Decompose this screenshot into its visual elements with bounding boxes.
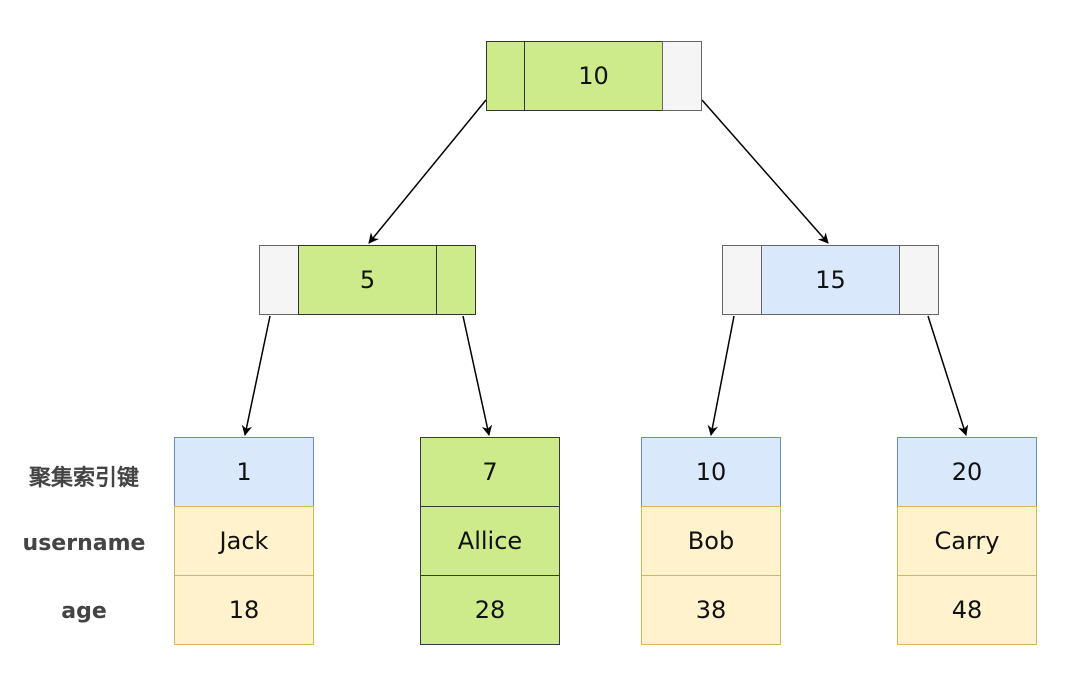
row-label-username: username (22, 531, 146, 556)
leaf-node: 7 Allice 28 (420, 437, 560, 645)
root-key: 10 (523, 41, 664, 111)
edge-root-to-5 (368, 99, 487, 244)
leaf-key: 10 (641, 437, 781, 507)
leaf-age: 18 (174, 575, 314, 645)
leaf-username: Allice (420, 506, 560, 576)
row-label-age: age (61, 599, 107, 624)
internal-left-pointer-right (436, 245, 476, 315)
row-label-key: 聚集索引键 (28, 466, 139, 491)
leaf-username: Carry (897, 506, 1037, 576)
edge-5-to-leaf-1 (241, 315, 271, 437)
edge-root-to-15 (701, 99, 829, 244)
leaf-node: 20 Carry 48 (897, 437, 1037, 645)
leaf-age: 28 (420, 575, 560, 645)
leaf-age: 48 (897, 575, 1037, 645)
leaf-node: 1 Jack 18 (174, 437, 314, 645)
root-pointer-right (662, 41, 702, 111)
leaf-key: 20 (897, 437, 1037, 507)
leaf-key: 1 (174, 437, 314, 507)
leaf-username: Bob (641, 506, 781, 576)
internal-right-key: 15 (760, 245, 901, 315)
internal-left-pointer-left (259, 245, 299, 315)
edge-15-to-leaf-20 (927, 315, 969, 437)
internal-node-right: 15 (722, 245, 939, 315)
leaf-key: 7 (420, 437, 560, 507)
edge-5-to-leaf-7 (462, 315, 493, 437)
leaf-username: Jack (174, 506, 314, 576)
internal-right-pointer-right (899, 245, 939, 315)
root-node: 10 (486, 41, 702, 111)
internal-right-pointer-left (722, 245, 762, 315)
root-pointer-left (486, 41, 525, 111)
internal-left-key: 5 (297, 245, 438, 315)
leaf-age: 38 (641, 575, 781, 645)
internal-node-left: 5 (259, 245, 476, 315)
leaf-node: 10 Bob 38 (641, 437, 781, 645)
edge-15-to-leaf-10 (707, 315, 735, 437)
